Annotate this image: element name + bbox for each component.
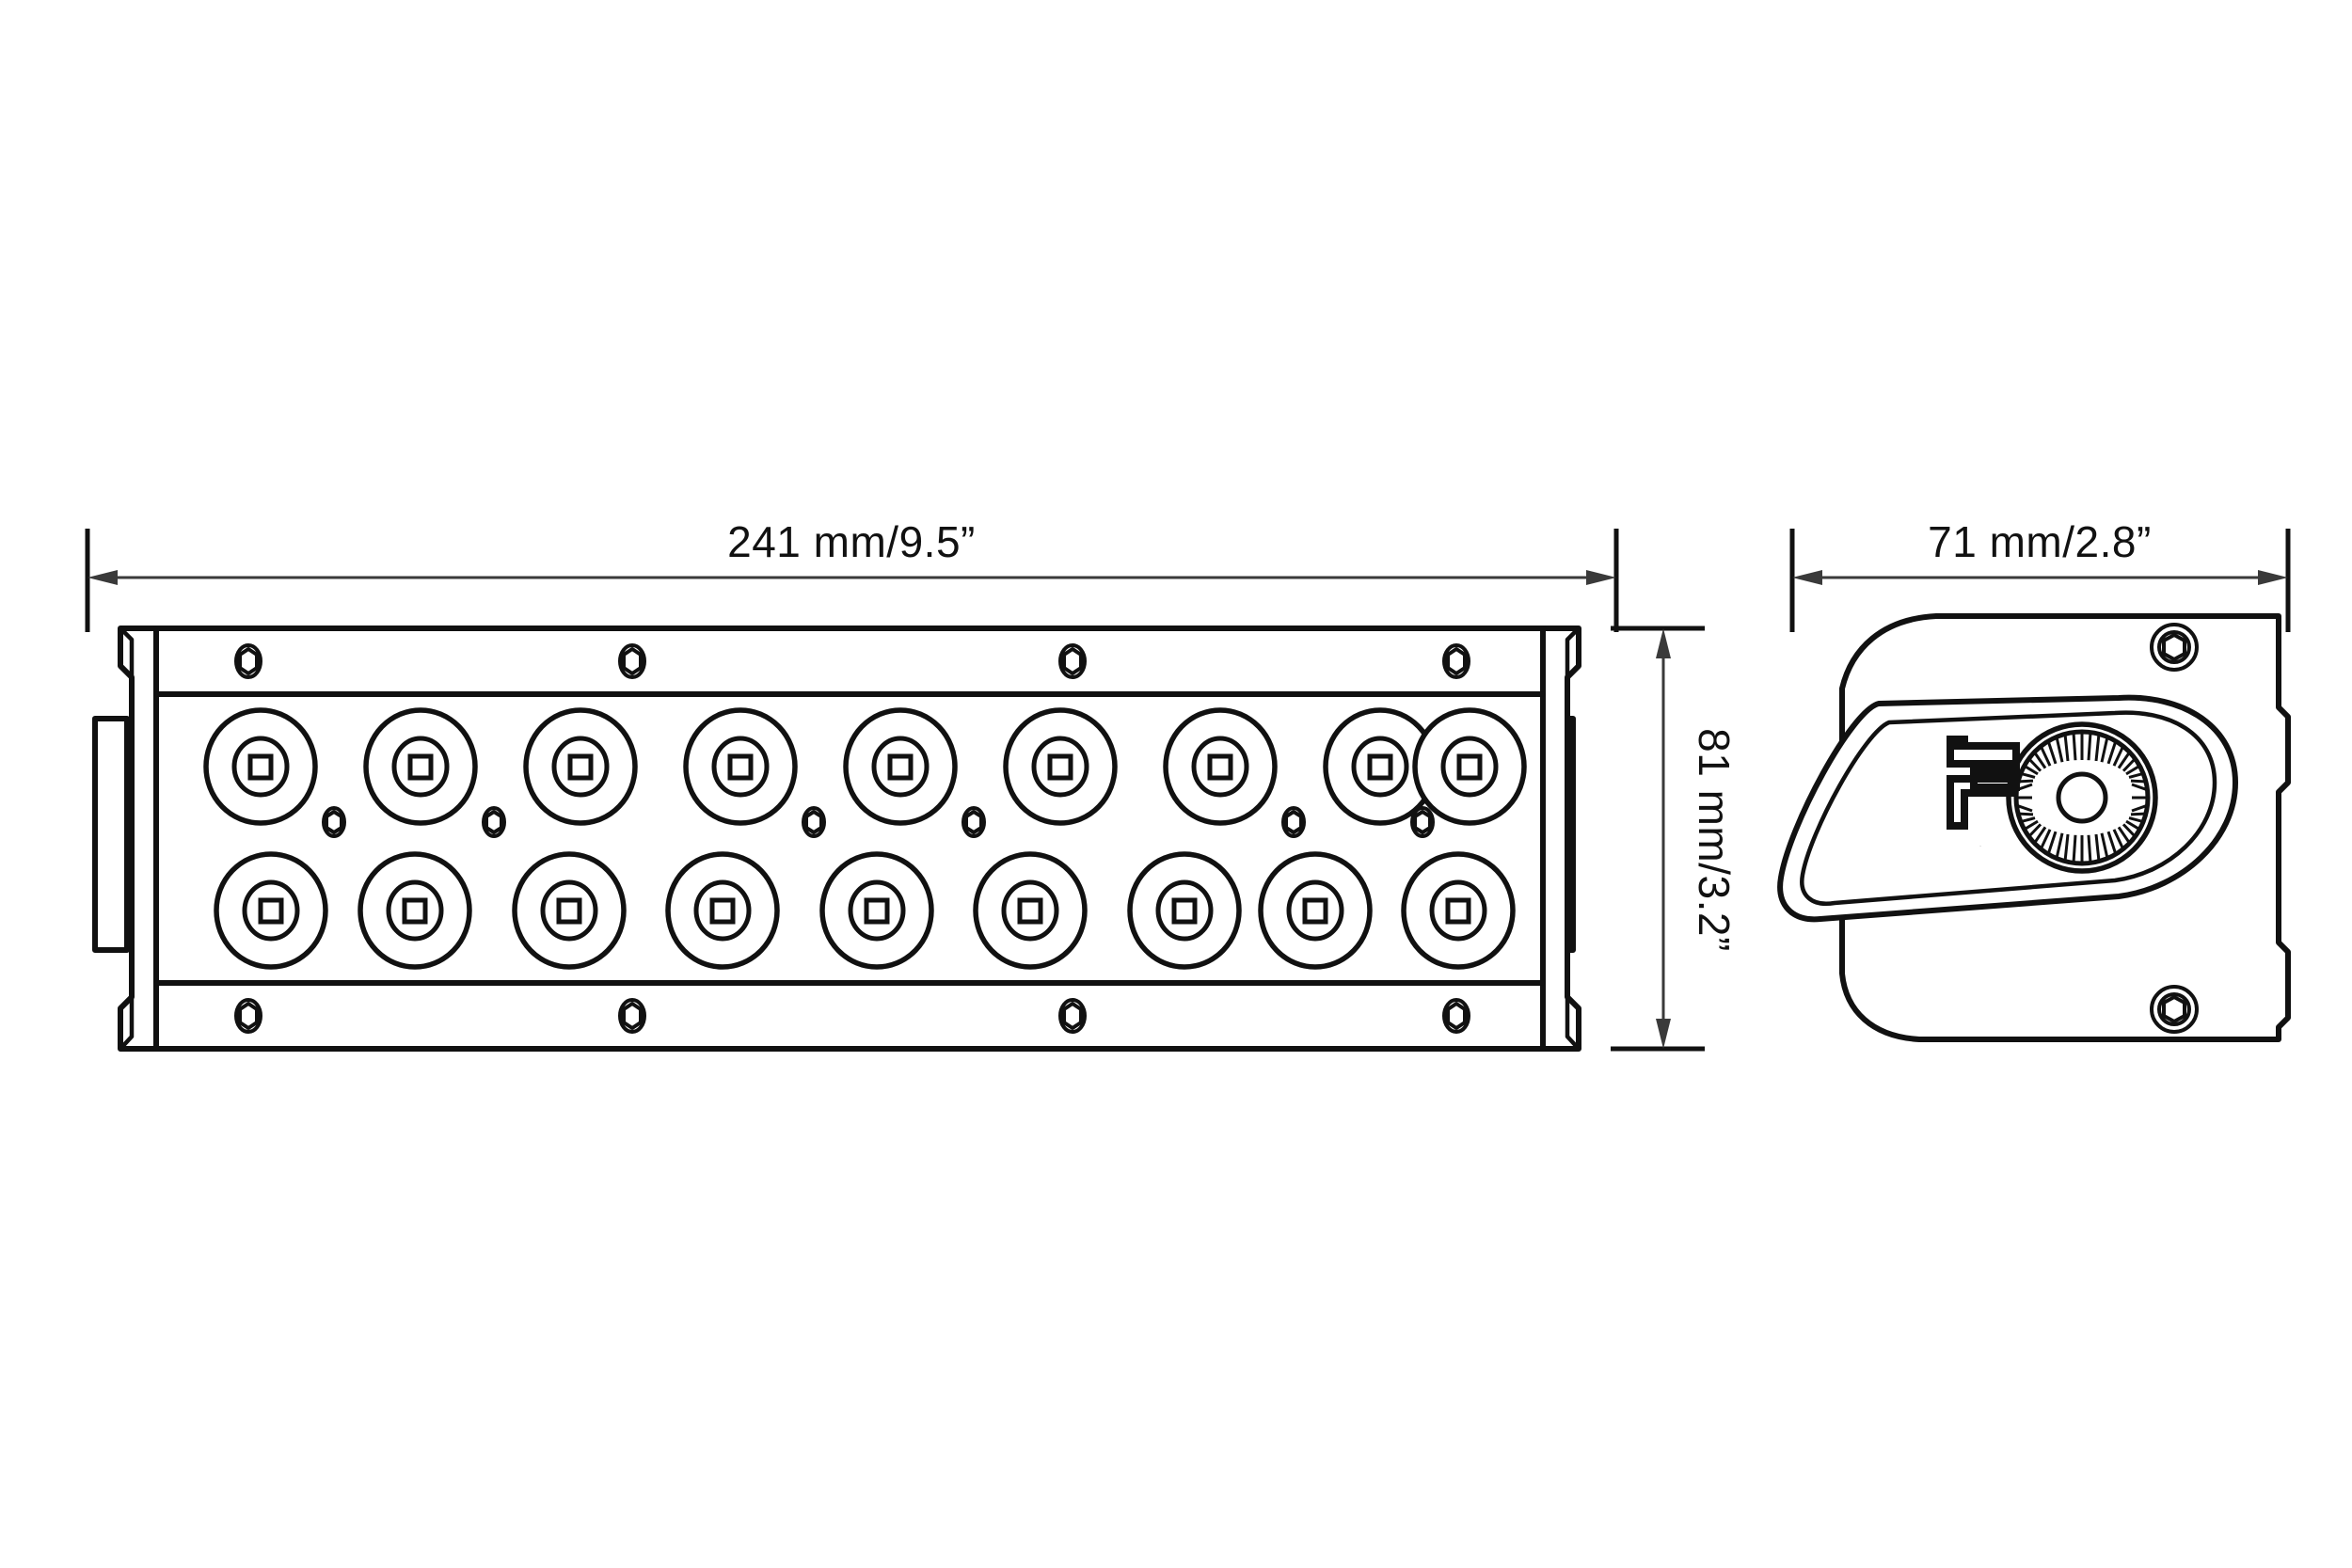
screw [322, 806, 346, 838]
logo-letter-e-spine [1947, 736, 1968, 750]
depth-dimension: 71 mm/2.8” [1789, 517, 2291, 632]
height-dimension: 81 mm/3.2” [1611, 626, 1739, 1052]
led-row-top [203, 707, 1527, 826]
mounting-bracket-inner [1800, 710, 2217, 906]
led-lens [358, 851, 472, 970]
led-lens [1401, 851, 1516, 970]
side-bracket-screws [2150, 623, 2199, 1034]
side-notch-lower [2276, 911, 2291, 1042]
screw [2150, 623, 2199, 672]
logo-letter-e-bar-top [1947, 742, 2020, 768]
depth-dim-arrow-left [1792, 570, 1822, 585]
led-lens [512, 851, 627, 970]
left-end-bracket-fold [118, 626, 135, 1052]
led-lens [1258, 851, 1373, 970]
width-dimension: 241 mm/9.5” [85, 517, 1619, 632]
screw [961, 806, 986, 838]
top-bezel-screws [234, 643, 1470, 679]
led-lens [214, 851, 328, 970]
side-notch-upper [2276, 673, 2291, 917]
height-dim-arrow-bottom [1656, 1019, 1671, 1049]
lens-rays [2015, 732, 2149, 863]
led-row-bottom [214, 851, 1516, 970]
logo-text-label: LE [1979, 846, 1981, 847]
led-lens [973, 851, 1088, 970]
screw [234, 643, 262, 679]
bracket-lens [2006, 721, 2158, 874]
screw [618, 643, 646, 679]
screw [482, 806, 506, 838]
led-lens [203, 707, 318, 826]
width-dim-arrow-left [87, 570, 118, 585]
screw [1442, 998, 1470, 1034]
screw [234, 998, 262, 1034]
screw [1410, 806, 1435, 838]
width-dimension-label: 241 mm/9.5” [727, 517, 976, 566]
left-side-mount-tab [92, 716, 130, 953]
depth-dim-arrow-right [2258, 570, 2288, 585]
front-view: 241 mm/9.5” 81 mm/3.2” [85, 517, 1739, 1052]
screw [1442, 643, 1470, 679]
bottom-bezel-screws [234, 998, 1470, 1034]
led-lens [683, 707, 798, 826]
height-dim-arrow-top [1656, 628, 1671, 658]
led-lens [819, 851, 934, 970]
led-lens [1127, 851, 1242, 970]
bottom-bezel [153, 980, 1546, 1052]
screw [2150, 985, 2199, 1034]
led-lens [1003, 707, 1118, 826]
screw [618, 998, 646, 1034]
logo-letter-l [1947, 775, 2015, 830]
led-lens [1163, 707, 1278, 826]
depth-dimension-label: 71 mm/2.8” [1928, 517, 2152, 566]
led-lens [363, 707, 478, 826]
screw [1058, 643, 1087, 679]
screw [1058, 998, 1087, 1034]
width-dim-arrow-right [1586, 570, 1616, 585]
led-lens [1412, 707, 1527, 826]
right-end-bracket-fold [1565, 626, 1581, 1052]
led-lens [523, 707, 638, 826]
le-logo: LE [1947, 736, 2020, 847]
screw [802, 806, 826, 838]
led-lens [843, 707, 958, 826]
screw [1281, 806, 1306, 838]
lens-hub [2056, 771, 2108, 824]
side-view: 71 mm/2.8” [1777, 517, 2291, 1042]
mid-row-screws [322, 806, 1435, 838]
logo-letter-e-bar-mid [1970, 768, 2020, 791]
height-dimension-label: 81 mm/3.2” [1690, 728, 1739, 952]
top-bezel [153, 626, 1546, 697]
led-lens [665, 851, 780, 970]
housing-body [153, 626, 1546, 1052]
